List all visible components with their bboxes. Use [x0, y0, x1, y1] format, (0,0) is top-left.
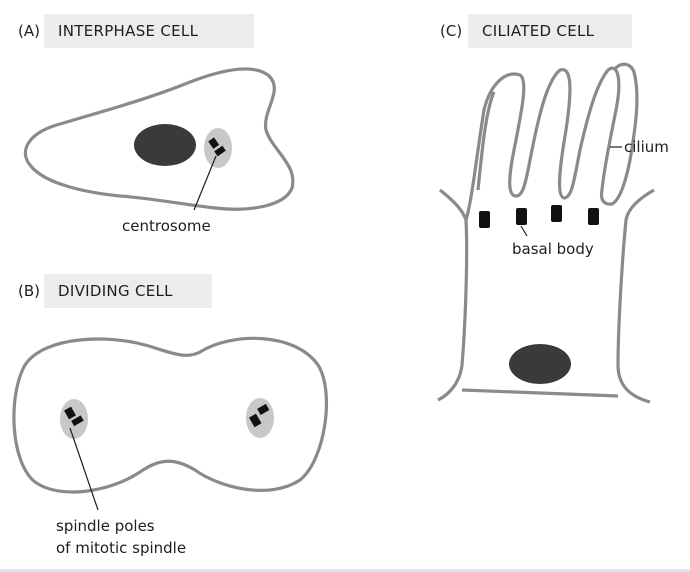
ciliated-cell-right-membrane: [616, 188, 655, 404]
spindle-pole-pointer: [69, 427, 99, 511]
centrosome-pointer: [193, 155, 217, 211]
dividing-cell: spindle poles of mitotic spindle: [12, 336, 329, 557]
interphase-cell-membrane: [23, 67, 295, 211]
panel-a-letter: (A): [18, 22, 40, 40]
basal-bodies: [479, 205, 599, 228]
basal-body-2-icon: [516, 208, 527, 225]
cilium-outline-1: [476, 91, 496, 191]
basal-body-4-icon: [588, 208, 599, 225]
bottom-border: [0, 569, 690, 572]
interphase-centrosome-halo: [204, 128, 232, 168]
panel-a-title: INTERPHASE CELL: [44, 14, 254, 48]
ciliated-cell: basal body cilium: [437, 62, 669, 404]
centriole-pair-right-icon: [249, 403, 270, 428]
cilia-membrane: [464, 62, 639, 221]
basal-body-3-icon: [551, 205, 562, 222]
basal-body-label: basal body: [512, 240, 594, 258]
panel-a-heading: (A) INTERPHASE CELL: [0, 14, 254, 48]
ciliated-cell-left-membrane: [437, 188, 469, 402]
panel-c-heading: (C) CILIATED CELL: [422, 14, 632, 48]
spindle-poles-label-line2: of mitotic spindle: [56, 539, 186, 557]
centrosome-label: centrosome: [122, 217, 211, 235]
panel-c-letter: (C): [440, 22, 463, 40]
panel-b-title: DIVIDING CELL: [44, 274, 212, 308]
basal-body-pointer: [520, 225, 528, 237]
panel-b-letter: (B): [18, 282, 40, 300]
interphase-cell: centrosome: [23, 67, 295, 235]
panel-c-title: CILIATED CELL: [468, 14, 632, 48]
spindle-poles-label-line1: spindle poles: [56, 517, 155, 535]
cilium-label: cilium: [624, 138, 669, 156]
ciliated-nucleus: [509, 344, 571, 384]
interphase-nucleus: [134, 124, 196, 166]
centriole-pair-left-icon: [64, 406, 84, 427]
basal-body-1-icon: [479, 211, 490, 228]
panel-b-heading: (B) DIVIDING CELL: [0, 274, 212, 308]
dividing-cell-membrane: [12, 336, 329, 494]
ciliated-cell-base-membrane: [461, 388, 619, 398]
spindle-pole-left-halo: [60, 399, 88, 439]
centriole-pair-icon: [208, 137, 226, 157]
